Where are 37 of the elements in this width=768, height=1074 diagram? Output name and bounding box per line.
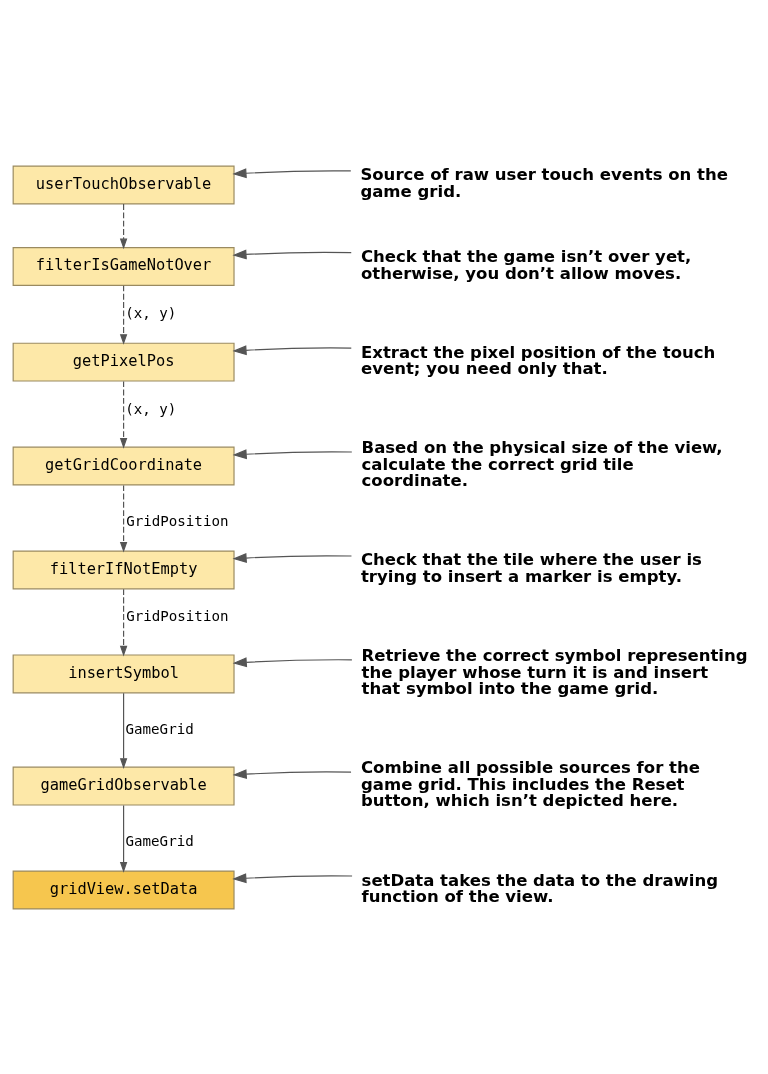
arrow — [232, 248, 352, 259]
edge-label: GridPosition — [126, 607, 229, 624]
arrow — [119, 588, 128, 656]
node-box: getPixelPos — [12, 342, 235, 382]
node-box: getGridCoordinate — [12, 446, 235, 486]
node-text: Based on the physical size of the view, calculate the correct grid tile coordinate. — [361, 437, 723, 490]
node-box: gameGridObservable — [12, 766, 235, 806]
node-box: gridView.setData — [12, 870, 235, 909]
arrow — [232, 872, 353, 883]
node-text: Check that the tile where the user is trying to insert a marker is empty. — [360, 549, 702, 586]
arrow — [119, 484, 128, 553]
node-box: filterIsGameNotOver — [12, 246, 235, 286]
arrow — [119, 804, 128, 873]
arrow — [119, 692, 128, 769]
node-box: userTouchObservable — [12, 165, 235, 204]
arrow — [119, 380, 128, 449]
arrow — [232, 167, 352, 178]
edge-label: GameGrid — [125, 720, 194, 737]
edge-label: (x, y) — [125, 304, 177, 321]
edge-label: GridPosition — [126, 512, 229, 529]
edge-label: GameGrid — [125, 832, 194, 849]
node-box: insertSymbol — [12, 653, 235, 693]
node-text: Check that the game isn’t over yet, otherwise, you don’t allow moves. — [360, 246, 692, 283]
arrow — [119, 203, 128, 249]
node-text: Combine all possible sources for the game grid. This includes the Reset button, which isn’t depicted here. — [360, 757, 700, 810]
arrow — [232, 448, 353, 459]
node-text: Retrieve the correct symbol representing the player whose turn it is and insert that symbol into the game grid. — [361, 645, 748, 698]
arrow — [232, 344, 352, 355]
arrow — [119, 284, 128, 345]
node-box: filterIfNotEmpty — [12, 550, 235, 589]
node-text: Source of raw user touch events on the game grid. — [360, 164, 728, 201]
edge-label: (x, y) — [125, 400, 177, 417]
node-text: Extract the pixel position of the touch event; you need only that. — [360, 342, 716, 378]
arrow — [232, 552, 353, 563]
node-text: setData takes the data to the drawing function of the view. — [361, 870, 719, 906]
arrow — [232, 768, 352, 779]
arrow — [232, 656, 353, 667]
